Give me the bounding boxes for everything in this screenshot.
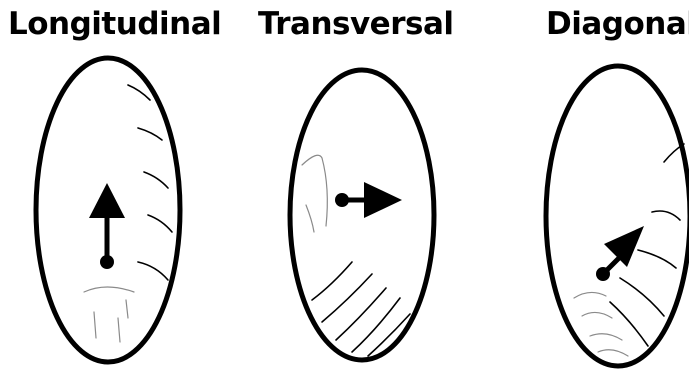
panel-longitudinal [36, 58, 180, 362]
panel-diagonal [546, 66, 689, 366]
diagonal-nail-outline [546, 66, 689, 366]
transversal-nail-outline [290, 70, 434, 360]
panel-transversal [290, 70, 434, 360]
